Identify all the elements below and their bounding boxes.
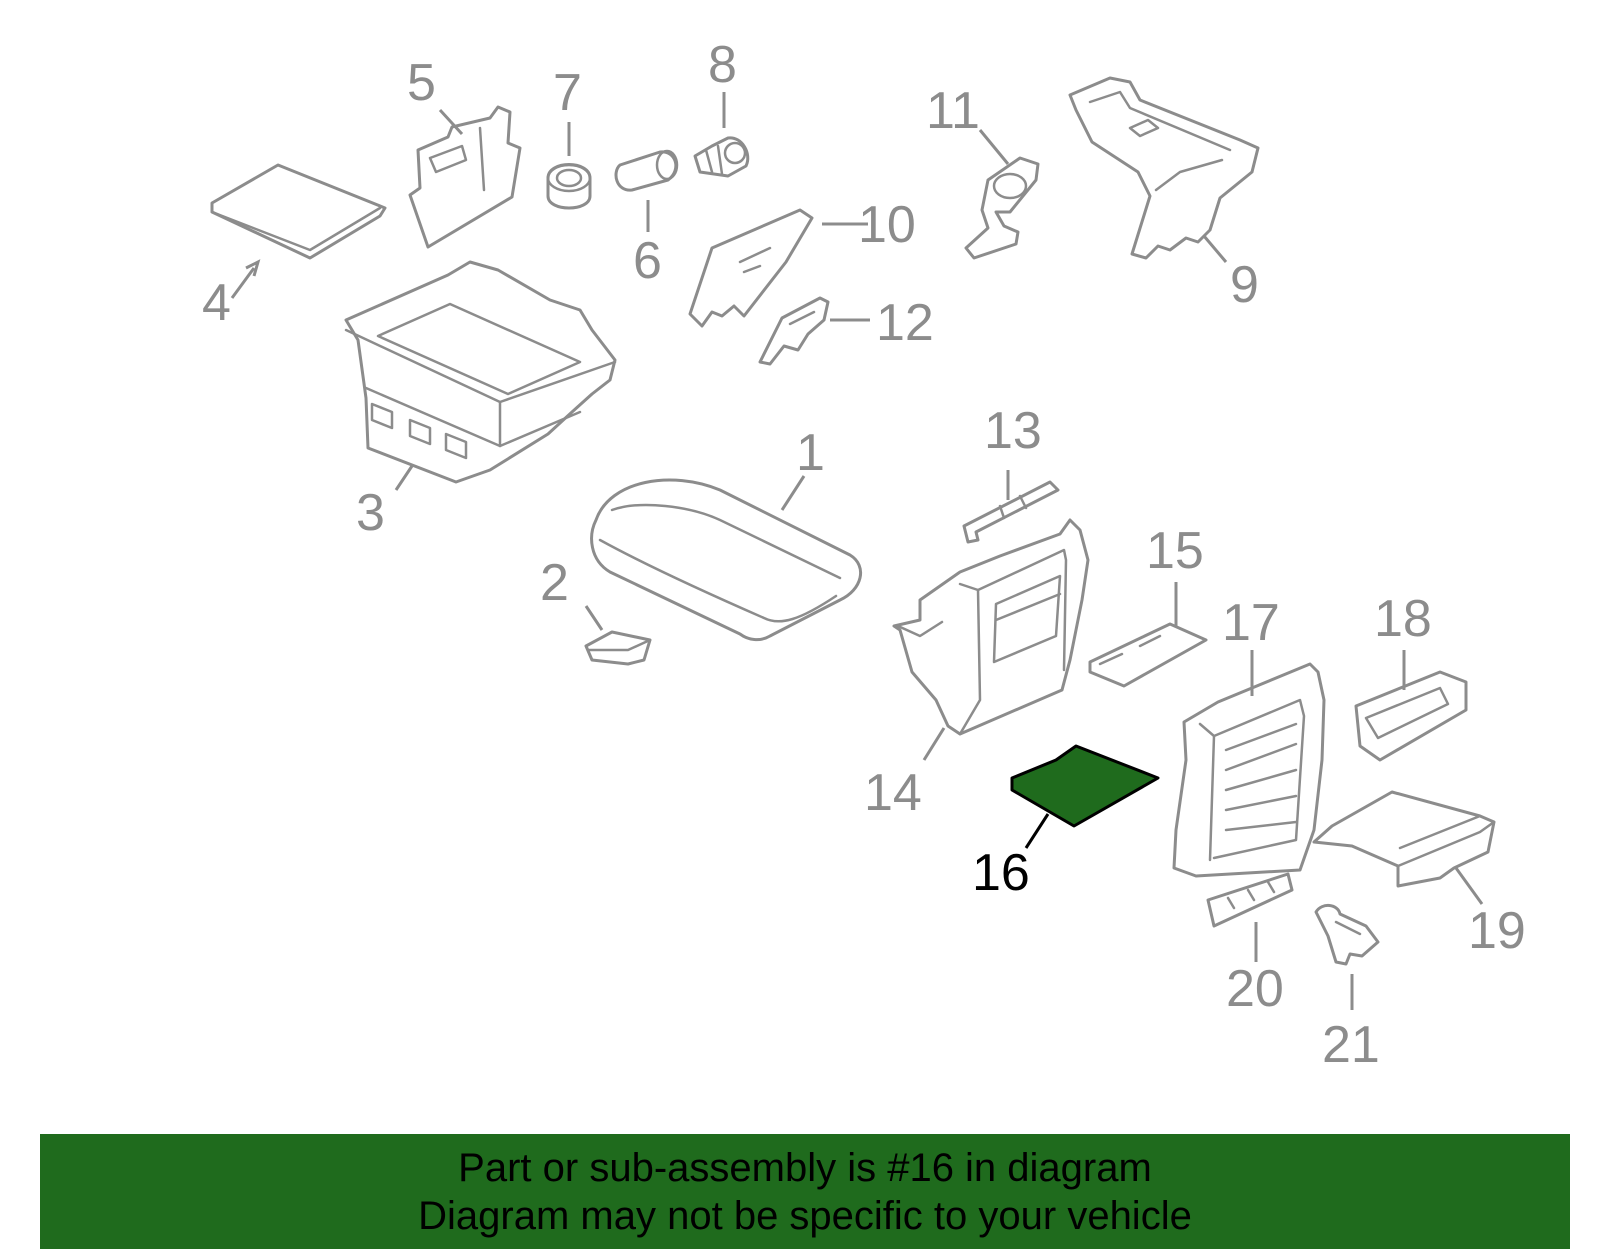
banner-line-2: Diagram may not be specific to your vehi… xyxy=(418,1194,1192,1238)
part-19 xyxy=(1312,790,1496,888)
part-21 xyxy=(1314,904,1380,966)
callout-9: 9 xyxy=(1230,256,1259,314)
callout-16: 16 xyxy=(972,844,1030,902)
callout-14: 14 xyxy=(864,764,922,822)
banner-line-1: Part or sub-assembly is #16 in diagram xyxy=(458,1146,1152,1190)
callout-12: 12 xyxy=(876,294,934,352)
part-13 xyxy=(962,480,1060,544)
info-banner: Part or sub-assembly is #16 in diagram D… xyxy=(40,1134,1570,1249)
callout-1: 1 xyxy=(796,424,825,482)
part-4 xyxy=(210,163,387,260)
part-11 xyxy=(964,156,1040,260)
callout-13: 13 xyxy=(984,402,1042,460)
callout-4: 4 xyxy=(202,274,231,332)
part-2 xyxy=(584,630,652,666)
callout-5: 5 xyxy=(407,54,436,112)
callout-21: 21 xyxy=(1322,1016,1380,1074)
leader-lines xyxy=(230,92,1484,1010)
callout-6: 6 xyxy=(633,232,662,290)
callout-labels: 4 5 7 6 8 10 12 11 9 3 1 2 13 14 15 16 1… xyxy=(202,36,1526,1074)
callout-3: 3 xyxy=(356,484,385,542)
part-20 xyxy=(1206,872,1294,928)
callout-10: 10 xyxy=(858,196,916,254)
callout-11: 11 xyxy=(926,82,980,140)
part-6 xyxy=(614,149,679,192)
part-18 xyxy=(1354,670,1468,762)
part-8 xyxy=(693,136,750,178)
part-12 xyxy=(758,296,830,366)
callout-17: 17 xyxy=(1222,594,1280,652)
part-17 xyxy=(1172,662,1326,878)
part-5 xyxy=(408,105,522,249)
callout-18: 18 xyxy=(1374,590,1432,648)
part-1 xyxy=(590,478,862,642)
callout-15: 15 xyxy=(1146,522,1204,580)
callout-20: 20 xyxy=(1226,960,1284,1018)
part-7 xyxy=(546,163,592,210)
part-15 xyxy=(1088,622,1208,688)
callout-2: 2 xyxy=(540,554,569,612)
part-10 xyxy=(688,208,814,328)
callout-19: 19 xyxy=(1468,902,1526,960)
part-16-highlighted xyxy=(1010,744,1160,828)
part-3 xyxy=(344,260,617,484)
part-14 xyxy=(892,518,1090,736)
callout-7: 7 xyxy=(553,64,582,122)
part-9 xyxy=(1068,76,1260,260)
callout-8: 8 xyxy=(708,36,737,94)
